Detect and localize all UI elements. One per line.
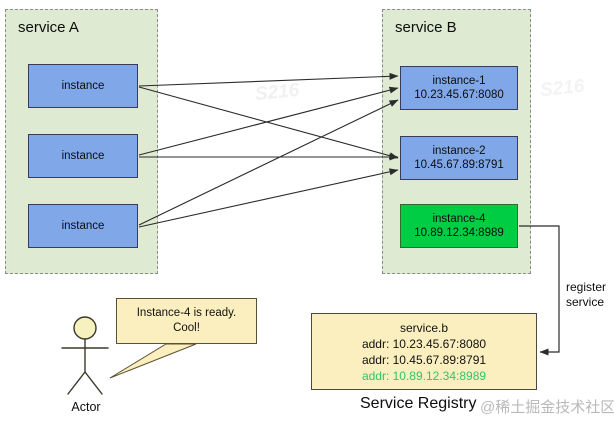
actor-figure[interactable] — [61, 316, 109, 395]
instance-name: instance-1 — [432, 75, 486, 87]
instance-name: instance — [61, 150, 105, 162]
register-service-label-line2: service — [566, 295, 605, 309]
instance-name: instance-4 — [432, 213, 486, 225]
service-b-title: service B — [395, 19, 457, 36]
service-a-instance-1[interactable]: instance — [28, 64, 138, 108]
registry-entry: addr: 10.45.67.89:8791 — [361, 352, 487, 367]
instance-name: instance — [61, 220, 105, 232]
actor-label: Actor — [71, 400, 101, 414]
instance-address: 10.45.67.89:8791 — [414, 159, 504, 171]
corner-watermark: @稀土掘金技术社区 — [480, 399, 614, 416]
service-b-instance-2[interactable]: instance-2 10.45.67.89:8791 — [400, 136, 518, 180]
actor-leg-right — [84, 371, 103, 395]
background-watermark: S216 — [253, 79, 301, 106]
background-watermark: S216 — [538, 75, 586, 102]
registry-entry: addr: 10.23.45.67:8080 — [361, 336, 487, 351]
register-service-label-line1: register — [566, 280, 607, 294]
edges-a3 — [138, 99, 399, 228]
actor-speech-bubble[interactable]: Instance-4 is ready. Cool! — [116, 298, 257, 344]
service-registry-caption: Service Registry — [360, 395, 477, 412]
service-a-title: service A — [18, 19, 79, 36]
register-service-edge-label: register service — [566, 280, 606, 310]
bubble-line-1: Instance-4 is ready. — [136, 307, 237, 319]
service-a-instance-2[interactable]: instance — [28, 134, 138, 178]
speech-bubble-tail — [109, 343, 197, 379]
bubble-line-2: Cool! — [173, 322, 200, 334]
instance-name: instance — [61, 80, 105, 92]
service-a-instance-3[interactable]: instance — [28, 204, 138, 248]
service-b-instance-4[interactable]: instance-4 10.89.12.34:8989 — [400, 204, 518, 248]
service-b-instance-1[interactable]: instance-1 10.23.45.67:8080 — [400, 66, 518, 110]
instance-address: 10.23.45.67:8080 — [414, 89, 504, 101]
instance-name: instance-2 — [432, 145, 486, 157]
registry-service-name: service.b — [399, 320, 449, 335]
service-registry-box[interactable]: service.b addr: 10.23.45.67:8080 addr: 1… — [311, 313, 537, 390]
registry-entry-new: addr: 10.89.12.34:8989 — [361, 368, 487, 383]
actor-head — [73, 316, 97, 340]
instance-address: 10.89.12.34:8989 — [414, 227, 504, 239]
actor-leg-left — [67, 371, 86, 395]
